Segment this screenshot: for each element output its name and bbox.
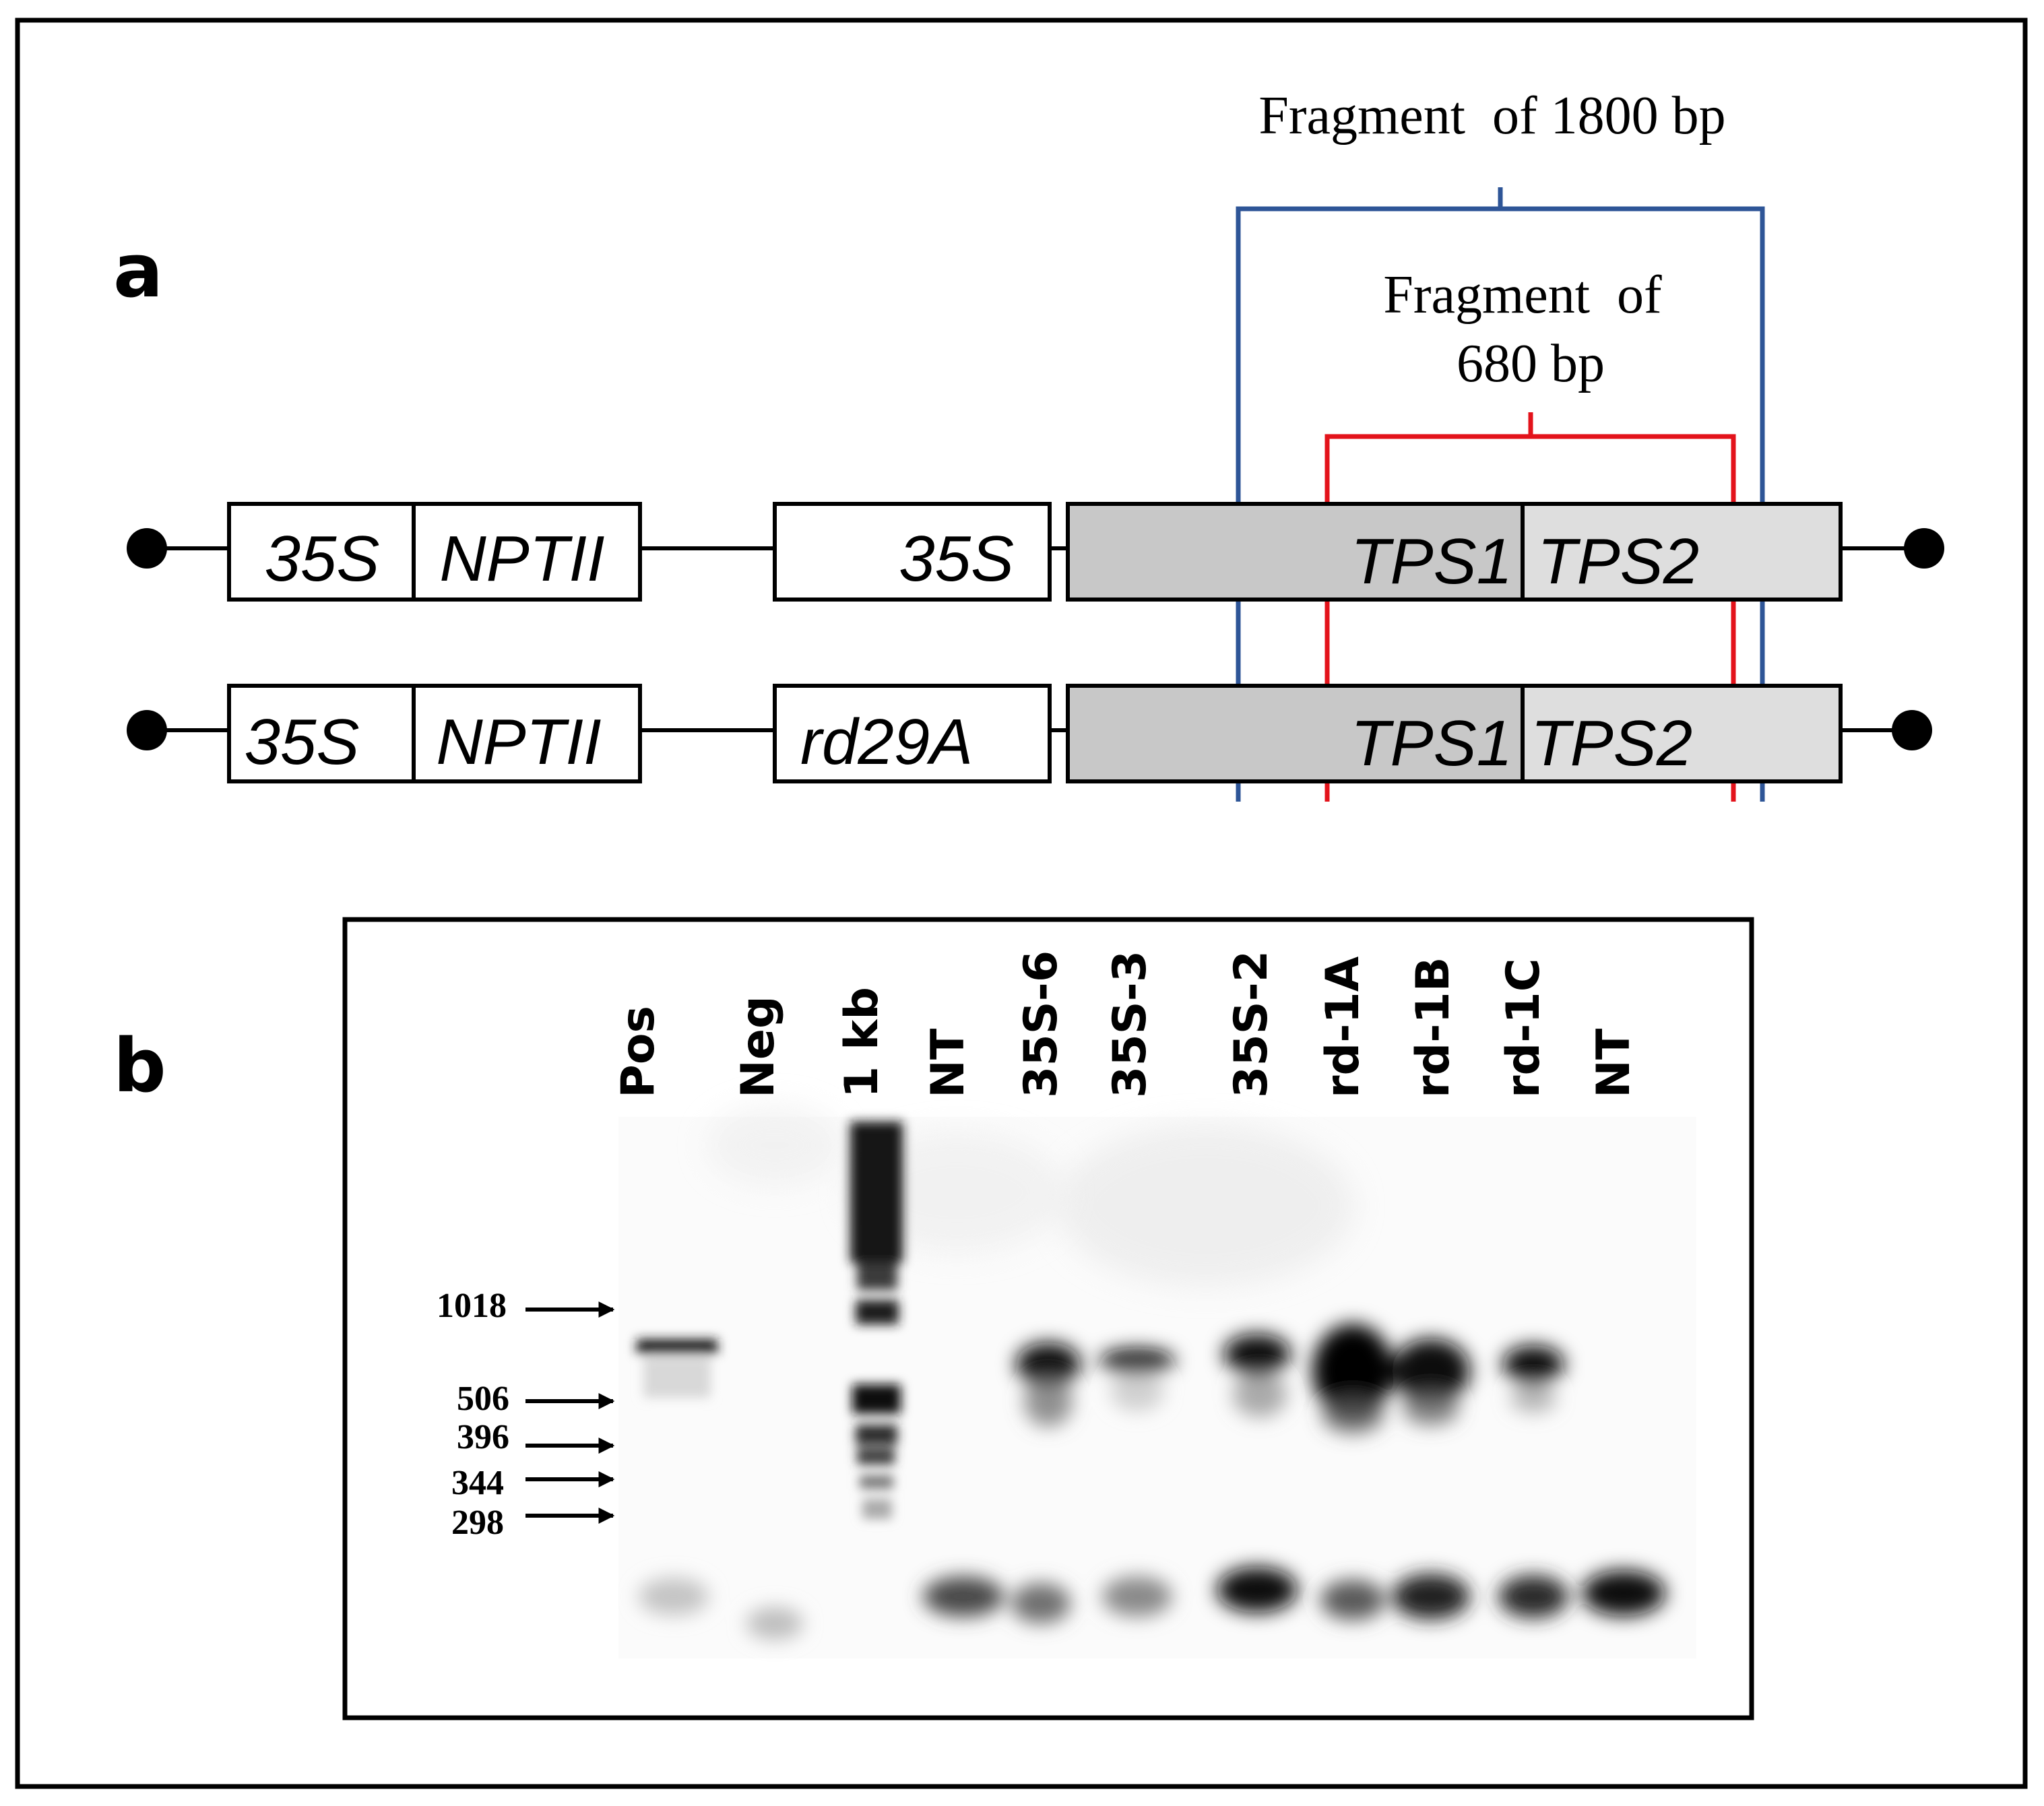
lane-label-1kb: 1 kb xyxy=(835,987,889,1098)
box-tps1 xyxy=(1066,684,1525,783)
label-tps1: TPS1 xyxy=(1351,707,1512,779)
lane-label-rd-1b: rd-1B xyxy=(1407,957,1460,1098)
box-tps2 xyxy=(1521,502,1843,602)
construct-1: 35S NPTII 35S TPS1 TPS2 xyxy=(127,502,1944,602)
outer-bracket-label: Fragment of 1800 bp xyxy=(1258,86,1725,146)
inner-bracket-label-line1: Fragment of xyxy=(1383,265,1662,325)
marker-label-506: 506 xyxy=(457,1380,509,1418)
box-35s-npt xyxy=(227,684,642,783)
marker-label-344: 344 xyxy=(451,1464,504,1502)
box-35s-npt xyxy=(227,502,642,602)
panel-b-label: b xyxy=(113,1023,166,1109)
label-35s-selectable: 35S xyxy=(265,523,380,595)
lane-label-nt-2: NT xyxy=(1587,1028,1640,1098)
border-right-dot xyxy=(1904,528,1944,569)
label-promoter-35s: 35S xyxy=(899,523,1014,595)
marker-label-1018: 1018 xyxy=(437,1287,507,1325)
border-left-dot xyxy=(127,710,167,750)
lane-label-35s-3: 35S-3 xyxy=(1104,950,1157,1098)
label-promoter-rd29a: rd29A xyxy=(800,706,973,778)
panel-b: b xyxy=(113,917,1754,1720)
panel-a: a Fragment of 1800 bp Fragment of 680 bp… xyxy=(113,86,1944,802)
label-nptii: NPTII xyxy=(439,523,604,595)
label-tps1: TPS1 xyxy=(1351,525,1512,598)
construct-2: 35S NPTII rd29A TPS1 TPS2 xyxy=(127,684,1932,783)
border-right-dot xyxy=(1892,710,1932,750)
gel-image xyxy=(618,1105,1696,1658)
lane-label-neg: Neg xyxy=(732,996,785,1098)
lane-label-35s-2: 35S-2 xyxy=(1225,950,1278,1098)
box-promoter-35s xyxy=(773,502,1052,602)
border-left-dot xyxy=(127,528,167,569)
marker-label-298: 298 xyxy=(451,1504,504,1542)
marker-label-396: 396 xyxy=(457,1418,509,1456)
size-markers: 1018 506 396 344 298 xyxy=(437,1287,615,1542)
lane-labels: Pos Neg 1 kb NT 35S-6 35S-3 35S-2 rd-1A … xyxy=(612,950,1640,1098)
lane-label-pos: Pos xyxy=(612,1006,665,1098)
label-tps2: TPS2 xyxy=(1531,707,1692,779)
label-nptii: NPTII xyxy=(436,706,601,778)
lane-label-rd-1a: rd-1A xyxy=(1316,956,1370,1098)
box-promoter-rd29a xyxy=(773,684,1052,783)
inner-bracket-label-line2: 680 bp xyxy=(1457,334,1605,393)
box-tps2 xyxy=(1521,684,1843,783)
panel-a-label: a xyxy=(113,228,163,314)
lane-label-nt: NT xyxy=(922,1028,975,1098)
lane-label-35s-6: 35S-6 xyxy=(1015,950,1068,1098)
label-tps2: TPS2 xyxy=(1537,525,1699,598)
inner-bracket-680bp xyxy=(1324,412,1736,802)
lane-label-rd-1c: rd-1C xyxy=(1497,958,1550,1098)
label-35s-selectable: 35S xyxy=(245,706,360,778)
